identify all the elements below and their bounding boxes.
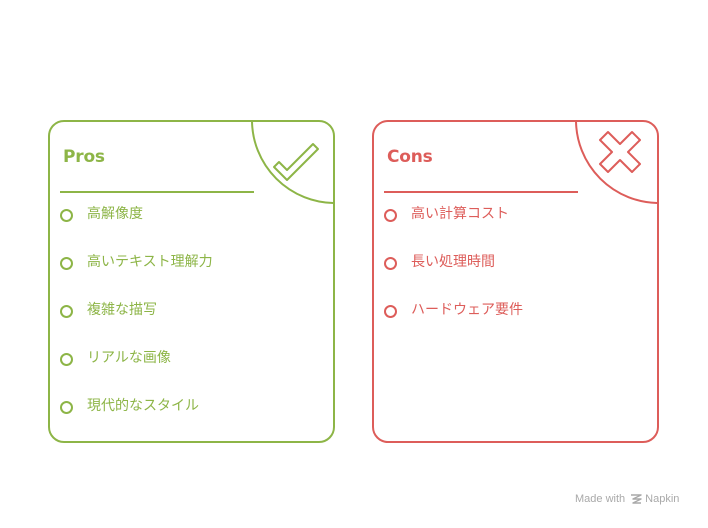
pros-list-item: 高いテキスト理解力 [60, 253, 213, 301]
bullet-circle-icon [60, 305, 73, 318]
bullet-circle-icon [60, 209, 73, 222]
bullet-circle-icon [60, 353, 73, 366]
napkin-logo-icon [631, 494, 642, 504]
bullet-circle-icon [384, 305, 397, 318]
pros-item-label: 高いテキスト理解力 [87, 254, 213, 270]
made-with-napkin-watermark[interactable]: Made with Napkin [575, 493, 679, 505]
pros-divider [60, 191, 254, 193]
bullet-circle-icon [384, 209, 397, 222]
bullet-circle-icon [60, 257, 73, 270]
watermark-brand: Napkin [645, 493, 680, 505]
cons-item-label: 長い処理時間 [411, 254, 495, 270]
cons-card: Cons 高い計算コスト 長い処理時間 ハードウェア要件 [372, 120, 659, 443]
pros-item-label: 複雑な描写 [87, 302, 157, 318]
cons-item-label: ハードウェア要件 [411, 302, 523, 318]
pros-item-label: 現代的なスタイル [87, 398, 199, 414]
cons-list-item: 高い計算コスト [384, 205, 523, 253]
pros-title: Pros [63, 147, 105, 167]
pros-list: 高解像度 高いテキスト理解力 複雑な描写 リアルな画像 現代的なスタイル [60, 205, 213, 441]
cons-list: 高い計算コスト 長い処理時間 ハードウェア要件 [384, 205, 523, 349]
cons-list-item: 長い処理時間 [384, 253, 523, 301]
watermark-prefix: Made with [575, 493, 626, 505]
pros-list-item: 現代的なスタイル [60, 397, 213, 441]
pros-item-label: リアルな画像 [87, 350, 171, 366]
cons-item-label: 高い計算コスト [411, 206, 509, 222]
check-icon [251, 122, 333, 204]
cross-icon [575, 122, 657, 204]
bullet-circle-icon [60, 401, 73, 414]
pros-list-item: リアルな画像 [60, 349, 213, 397]
pros-list-item: 高解像度 [60, 205, 213, 253]
cons-divider [384, 191, 578, 193]
bullet-circle-icon [384, 257, 397, 270]
cons-list-item: ハードウェア要件 [384, 301, 523, 349]
cons-title: Cons [387, 147, 433, 167]
pros-card: Pros 高解像度 高いテキスト理解力 複雑な描写 リアルな画像 現代的なスタイ… [48, 120, 335, 443]
pros-item-label: 高解像度 [87, 206, 143, 222]
pros-list-item: 複雑な描写 [60, 301, 213, 349]
